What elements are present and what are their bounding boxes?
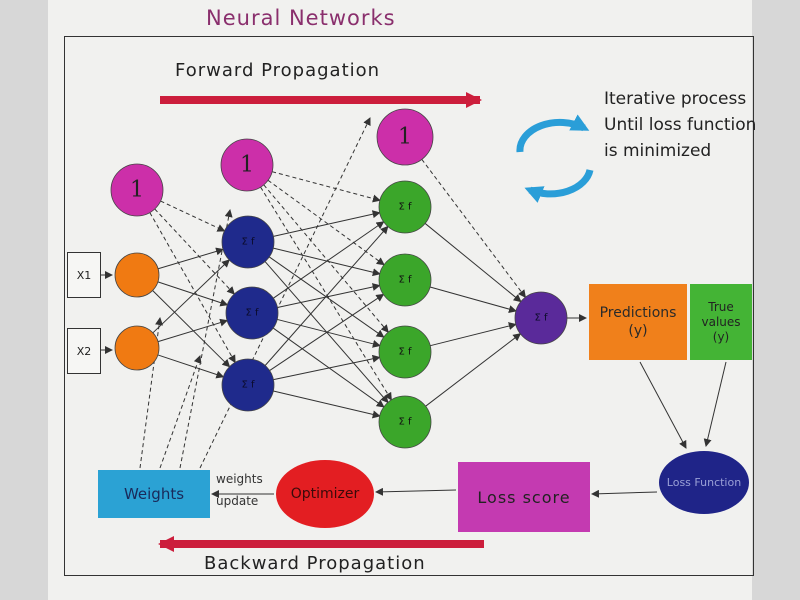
node-label-b2: 1: [398, 124, 412, 150]
weights-box: Weights: [98, 470, 210, 518]
node-label-h1: Σ f: [241, 236, 255, 248]
node-label-b1: 1: [240, 152, 254, 178]
input-box-x1: X1: [67, 252, 101, 298]
loss-score-box: Loss score: [458, 462, 590, 532]
node-g1: [378, 180, 432, 234]
iterative-process-note: Iterative process Until loss function is…: [604, 89, 757, 161]
forward-propagation-label: Forward Propagation: [175, 60, 381, 81]
weights-update-label: weights update: [216, 472, 263, 508]
edge-h1-g1: [273, 210, 381, 237]
edge-h3-g3: [273, 354, 381, 381]
node-g3: [378, 325, 432, 379]
node-b1: [220, 138, 274, 192]
edge-b1-g1: [271, 171, 381, 203]
node-o1: [514, 291, 568, 345]
edge-i2-h1: [152, 259, 230, 334]
edge-b0-h2: [154, 208, 235, 295]
node-label-g2: Σ f: [398, 274, 412, 286]
node-h3: [221, 358, 275, 412]
edge-b0-h3: [149, 212, 236, 364]
edge-g4-o1: [425, 333, 522, 407]
edge-lossfunction-lossscore: [591, 489, 658, 498]
edge-i1-h2: [157, 281, 229, 307]
edge-b2-o1: [421, 159, 526, 299]
edge-g3-o1: [430, 322, 517, 347]
edge-lossscore-optimizer: [375, 487, 457, 496]
edge-truevalues-lossfunction: [703, 361, 727, 447]
edge-h3-g2: [269, 293, 385, 371]
node-label-b0: 1: [130, 177, 144, 203]
node-label-h2: Σ f: [245, 307, 259, 319]
diagram-frame: [64, 36, 754, 576]
node-h1: [221, 215, 275, 269]
edge-g2-o1: [429, 286, 517, 313]
edge-predictions-lossfunction: [639, 361, 687, 449]
optimizer-node: Optimizer: [276, 460, 374, 528]
edge-weights-feedback-3: [199, 117, 371, 469]
node-label-o1: Σ f: [534, 312, 548, 324]
backward-propagation-label: Backward Propagation: [204, 553, 426, 574]
node-i2: [114, 325, 160, 371]
predictions-box: Predictions (y): [589, 284, 687, 360]
cycle-arrow-top-icon: [516, 114, 590, 153]
edge-weights-feedback-1: [159, 355, 202, 469]
edge-b1-g2: [267, 179, 385, 266]
edge-i1-h3: [152, 290, 231, 368]
edge-h2-g2: [277, 283, 381, 309]
node-b2: [376, 108, 434, 166]
node-b0: [110, 163, 164, 217]
diagram-title: Neural Networks: [206, 6, 396, 30]
cycle-arrow-bottom-icon: [524, 169, 594, 203]
edge-h2-g4: [272, 327, 385, 408]
edge-b0-h1: [160, 200, 226, 232]
node-label-g4: Σ f: [398, 416, 412, 428]
loss-function-node: Loss Function: [659, 451, 749, 514]
edge-weights-feedback-2: [179, 209, 233, 469]
edge-i2-h3: [157, 354, 225, 379]
node-i1: [114, 252, 160, 298]
input-box-x2: X2: [67, 328, 101, 374]
edge-i1-h1: [157, 247, 225, 270]
node-h2: [225, 286, 279, 340]
node-g4: [378, 395, 432, 449]
edge-h3-g4: [273, 390, 381, 419]
edge-i2-h2: [157, 318, 229, 343]
node-g2: [378, 253, 432, 307]
node-label-g3: Σ f: [398, 346, 412, 358]
node-label-g1: Σ f: [398, 201, 412, 213]
edge-g1-o1: [424, 223, 522, 303]
edge-h3-g1: [264, 225, 389, 366]
edge-h2-g1: [273, 221, 385, 299]
node-label-h3: Σ f: [241, 379, 255, 391]
true-values-box: True values (y): [690, 284, 752, 360]
edge-b1-g3: [263, 184, 389, 333]
edge-h2-g3: [277, 318, 381, 348]
